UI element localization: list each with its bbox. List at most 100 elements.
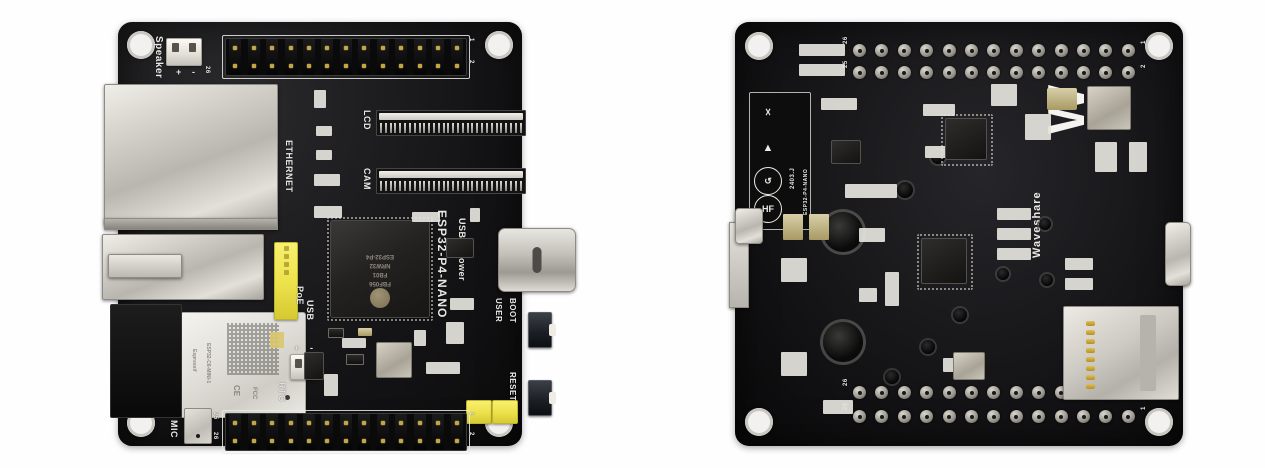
top-pin-header[interactable] xyxy=(225,38,467,76)
through-hole-pad xyxy=(965,410,979,423)
poe-header[interactable] xyxy=(274,242,298,320)
back-pad-i xyxy=(885,272,899,306)
through-hole-pad xyxy=(853,386,866,399)
lcd-fpc-connector[interactable] xyxy=(376,110,526,136)
usb-label: USB xyxy=(305,300,315,321)
boot-label: BOOT xyxy=(508,298,517,324)
module-part-text: ESP32-C6-MINI-1 xyxy=(205,343,211,384)
esp32-p4-nano-front-board: Speaker + - 26 1 2 ETHERNET xyxy=(102,22,576,454)
crystal-oscillator xyxy=(376,342,412,378)
via-hole-e xyxy=(885,370,899,384)
back-cap-pair-b xyxy=(809,214,829,240)
back-mounting-hole-top-right xyxy=(1145,32,1173,60)
smd-pad-cluster-a xyxy=(314,90,326,108)
through-hole-pad xyxy=(1054,66,1068,79)
through-hole-pad xyxy=(897,66,911,79)
back-pad-b xyxy=(799,64,845,76)
back-top-pad-row-lower[interactable] xyxy=(853,66,1135,79)
via-hole-large-upper xyxy=(823,212,863,252)
back-pad-e xyxy=(991,84,1017,106)
through-hole-pad xyxy=(1032,66,1046,79)
module-antenna-dot xyxy=(285,395,290,400)
esp32-p4-nano-back-board: ☓ ▲ ↺ HF 2403.J ESP32-P4-NANO 26 xyxy=(729,22,1191,446)
back-mounting-hole-top-left xyxy=(745,32,773,60)
back-pad-p xyxy=(997,248,1031,260)
through-hole-pad xyxy=(965,386,979,399)
smd-pad-cluster-b xyxy=(316,126,332,136)
through-hole-pad xyxy=(1032,44,1046,57)
through-hole-pad xyxy=(920,44,934,57)
back-pin-1-bottomright: 1 xyxy=(1141,406,1147,410)
back-pad-n xyxy=(997,208,1031,220)
back-pad-u xyxy=(859,228,885,242)
smd-pad-cluster-c xyxy=(316,150,332,160)
smd-pad-cluster-m xyxy=(470,208,480,222)
module-qr-code xyxy=(227,323,279,375)
through-hole-pad xyxy=(942,386,956,399)
reset-label: RESET xyxy=(508,372,517,402)
through-hole-pad xyxy=(875,44,889,57)
back-top-pad-row-upper[interactable] xyxy=(853,44,1135,57)
back-pad-k xyxy=(781,258,807,282)
cam-fpc-latch[interactable] xyxy=(379,171,523,178)
back-bottom-pad-row-lower[interactable] xyxy=(853,410,1135,423)
compliance-marking-block: ☓ ▲ ↺ HF 2403.J ESP32-P4-NANO xyxy=(749,92,811,230)
via-hole-g xyxy=(1039,218,1051,230)
via-hole-a xyxy=(897,182,913,198)
back-sot-regulator xyxy=(831,140,861,164)
reset-button-knob[interactable] xyxy=(549,392,556,404)
espressif-logo-icon xyxy=(370,288,390,308)
via-hole-d xyxy=(921,340,935,354)
soc-line-1: FBF056 xyxy=(369,280,391,286)
power-pad-right xyxy=(492,400,518,424)
bottom-pin-header[interactable] xyxy=(225,413,467,451)
back-pad-s xyxy=(1095,142,1117,172)
through-hole-pad xyxy=(920,410,934,423)
smd-pad-cluster-g xyxy=(450,298,474,310)
back-crystal xyxy=(953,352,985,380)
back-mounting-hole-bottom-right xyxy=(1145,408,1173,436)
through-hole-pad xyxy=(853,44,866,57)
boot-button[interactable] xyxy=(528,312,556,348)
back-tantalum-cap xyxy=(1047,88,1077,110)
bottom-header-silk-outline xyxy=(222,410,470,454)
cam-fpc-connector[interactable] xyxy=(376,168,526,194)
top-header-silk-outline xyxy=(222,35,470,79)
through-hole-pad xyxy=(1077,410,1091,423)
cam-label: CAM xyxy=(362,168,372,190)
boot-button-knob[interactable] xyxy=(549,324,556,336)
back-mounting-hole-bottom-left xyxy=(745,408,773,436)
soc-line-3: NRW32 xyxy=(369,262,391,268)
sd-contact xyxy=(1086,375,1095,380)
through-hole-pad xyxy=(1054,410,1068,423)
sd-contact xyxy=(1086,366,1095,371)
board-name-label: ESP32-P4-NANO xyxy=(435,210,449,319)
back-pad-h xyxy=(845,184,897,198)
power-regulator-ic xyxy=(446,238,474,258)
back-pad-a xyxy=(799,44,845,56)
microsd-card-slot[interactable] xyxy=(1063,306,1179,400)
through-hole-pad xyxy=(897,44,911,57)
smd-pad-cluster-d xyxy=(314,174,340,186)
speaker-polarity-minus: - xyxy=(192,67,196,77)
through-hole-pad xyxy=(1009,66,1023,79)
through-hole-pad xyxy=(1077,66,1091,79)
usb-c-power-connector[interactable] xyxy=(498,228,576,292)
sd-contact xyxy=(1086,384,1095,389)
back-pad-t xyxy=(1129,142,1147,172)
sd-contact xyxy=(1086,339,1095,344)
through-hole-pad xyxy=(853,410,866,423)
through-hole-pad xyxy=(1099,44,1113,57)
mic-label: MIC xyxy=(169,420,179,438)
front-pin-26-top: 26 xyxy=(204,66,210,74)
through-hole-pad xyxy=(1009,410,1023,423)
lcd-fpc-pins xyxy=(380,123,522,133)
back-qfn-chip-b xyxy=(921,238,967,284)
speaker-jst-connector[interactable] xyxy=(166,38,202,66)
smd-pad-cluster-i xyxy=(426,362,460,374)
through-hole-pad xyxy=(987,410,1001,423)
mounting-hole-top-right xyxy=(485,31,513,59)
lcd-fpc-latch[interactable] xyxy=(379,113,523,120)
sd-card-eject-arm xyxy=(1140,315,1156,391)
reset-button[interactable] xyxy=(528,380,556,416)
